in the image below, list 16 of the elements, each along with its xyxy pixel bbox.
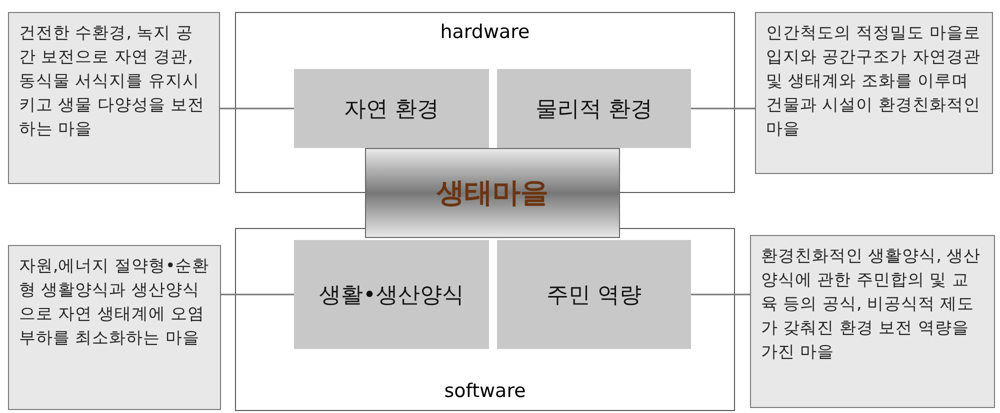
category-box: 생활•생산양식	[294, 240, 489, 349]
callout-box: 자원,에너지 절약형•순환형 생활양식과 생산양식으로 자연 생태계에 오염부하를 최소화하는 마을	[8, 245, 221, 410]
center-box: 생태마을	[365, 148, 620, 238]
callout-box: 환경친화적인 생활양식, 생산양식에 관한 주민합의 및 교육 등의 공식, 비공식적 제도가 갖춰진 환경 보전 역량을 가진 마을	[750, 235, 995, 408]
panel-title: software	[443, 380, 527, 402]
software-panel	[235, 228, 735, 411]
category-box: 주민 역량	[497, 240, 691, 349]
callout-box: 인간척도의 적정밀도 마을로 입지와 공간구조가 자연경관 및 생태계와 조화를 이루며 건물과 시설이 환경친화적인 마을	[755, 12, 993, 174]
leader-line	[691, 294, 750, 296]
panel-title: hardware	[439, 21, 531, 43]
category-box: 자연 환경	[294, 69, 489, 148]
callout-box: 건전한 수환경, 녹지 공간 보전으로 자연 경관, 동식물 서식지를 유지시키고 생물 다양성을 보전하는 마을	[8, 12, 220, 184]
leader-line	[691, 108, 755, 110]
leader-line	[221, 294, 294, 296]
category-box: 물리적 환경	[497, 69, 691, 148]
leader-line	[220, 108, 294, 110]
